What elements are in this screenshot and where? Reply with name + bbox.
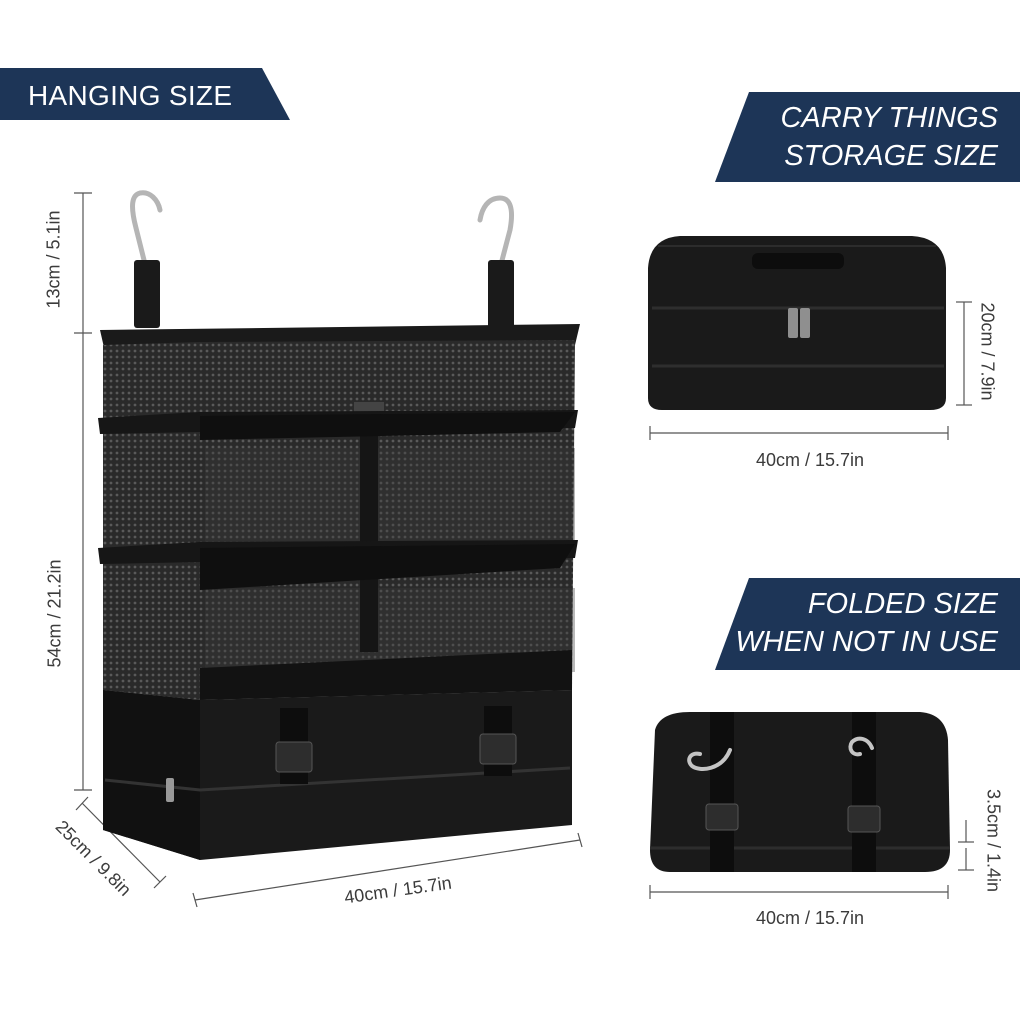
left-hook (130, 190, 163, 328)
carry-storage-banner: CARRY THINGS STORAGE SIZE (715, 92, 1020, 182)
carry-banner-line2: STORAGE SIZE (784, 140, 998, 172)
folded-height-label: 3.5cm / 1.4in (983, 788, 1004, 893)
depth-dimension-line (75, 796, 167, 889)
carry-storage-bag (648, 236, 946, 410)
hanging-size-banner: HANGING SIZE (0, 68, 290, 120)
folded-size-banner: FOLDED SIZE WHEN NOT IN USE (715, 578, 1020, 670)
body-dimension-line (74, 333, 92, 791)
hanging-size-label: HANGING SIZE (28, 80, 233, 111)
folded-banner-line1: FOLDED SIZE (807, 588, 998, 620)
folded-bag (650, 712, 950, 872)
folded-height-dimension-line (958, 820, 974, 871)
carry-banner-line1: CARRY THINGS (780, 102, 998, 134)
carry-height-dimension-line (956, 301, 972, 406)
carry-width-dimension-line (649, 426, 949, 440)
carry-height-label: 20cm / 7.9in (977, 302, 998, 401)
hanging-organizer (98, 324, 580, 860)
folded-banner-line2: WHEN NOT IN USE (735, 626, 998, 658)
folded-width-dimension-line (649, 885, 949, 899)
right-hook (477, 195, 515, 328)
hook-dimension-line (74, 192, 92, 334)
hook-height-label: 13cm / 5.1in (43, 210, 64, 309)
folded-width-label: 40cm / 15.7in (755, 908, 865, 928)
body-height-label: 54cm / 21.2in (44, 559, 65, 668)
carry-width-label: 40cm / 15.7in (755, 450, 865, 470)
width-dimension-line (192, 832, 583, 908)
